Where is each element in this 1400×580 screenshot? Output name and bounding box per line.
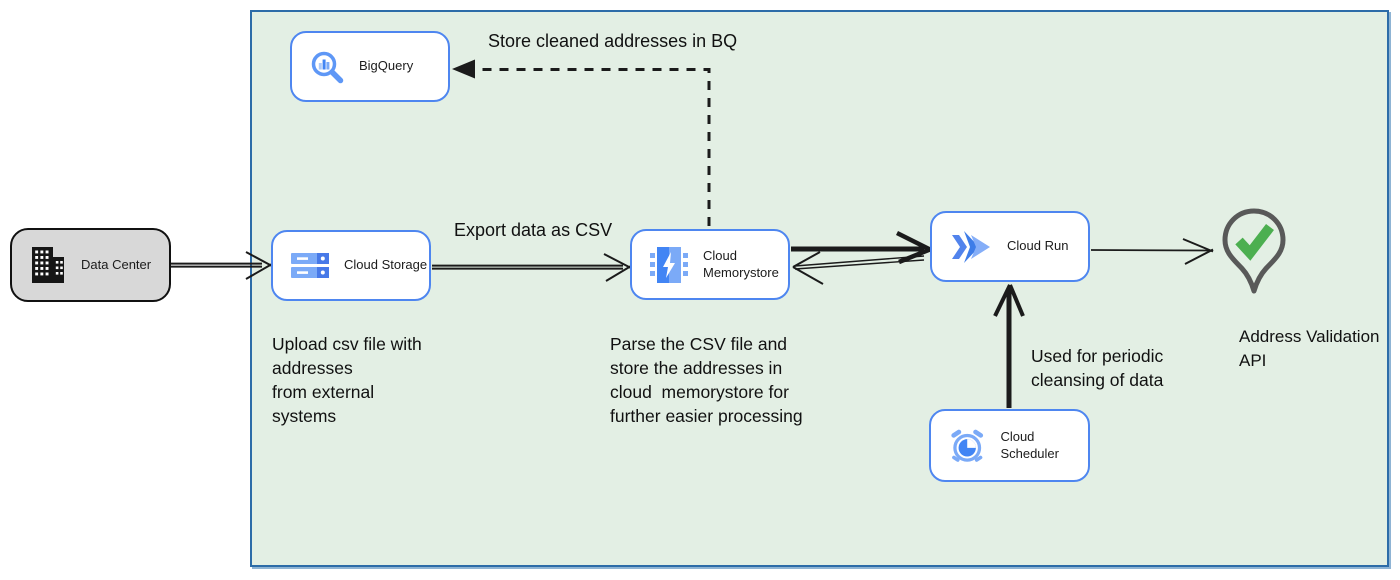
node-label-data-center: Data Center xyxy=(81,256,152,272)
address-validation-api-label: Address Validation API xyxy=(1239,327,1380,370)
system-boundary xyxy=(250,10,1389,567)
magnifier-with-bars-icon xyxy=(311,51,344,83)
node-label-cloud-storage: Cloud Storage xyxy=(344,257,428,273)
map-pin-checkmark-icon xyxy=(1222,208,1286,294)
annotation-periodic-cleansing: Used for periodic cleansing of data xyxy=(1031,346,1164,390)
storage-buckets-icon xyxy=(291,252,329,278)
building-icon xyxy=(32,247,64,283)
node-cloud-memorystore: Cloud Memorystore xyxy=(630,229,790,300)
node-cloud-scheduler: Cloud Scheduler xyxy=(929,409,1090,482)
node-cloud-run: Cloud Run xyxy=(930,211,1090,282)
annotation-upload-csv: Upload csv file with addresses from exte… xyxy=(272,334,422,426)
annotation-store-cleaned-bq: Store cleaned addresses in BQ xyxy=(488,31,738,51)
node-cloud-storage: Cloud Storage xyxy=(271,230,431,301)
alarm-clock-icon xyxy=(951,429,984,462)
annotation-export-csv: Export data as CSV xyxy=(454,220,613,240)
annotation-parse-csv: Parse the CSV file and store the address… xyxy=(610,334,803,426)
node-bigquery: BigQuery xyxy=(290,31,450,102)
node-data-center: Data Center xyxy=(10,228,171,302)
node-label-cloud-run: Cloud Run xyxy=(1007,238,1069,254)
node-label-bigquery: BigQuery xyxy=(359,58,414,74)
memory-chip-bolt-icon xyxy=(650,246,688,283)
node-label-cloud-memorystore: Cloud Memorystore xyxy=(703,247,779,280)
address-validation-pin xyxy=(1218,206,1290,315)
double-chevron-icon xyxy=(952,230,990,263)
node-label-cloud-scheduler: Cloud Scheduler xyxy=(1000,428,1059,461)
